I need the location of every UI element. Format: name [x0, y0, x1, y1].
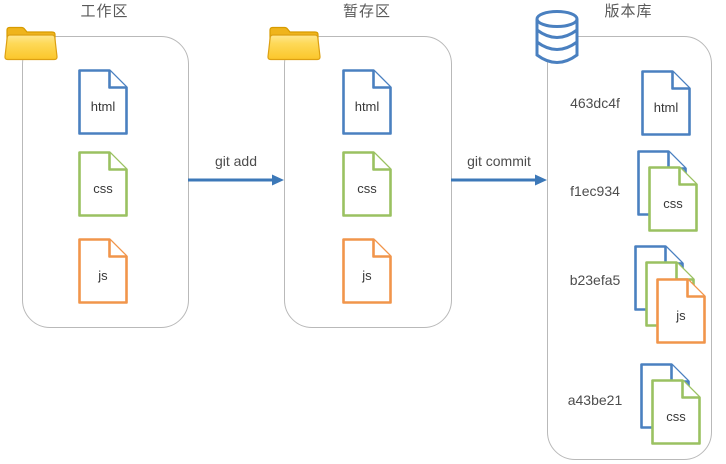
file-label: css [663, 195, 683, 211]
staging-area-title: 暂存区 [342, 3, 391, 20]
working-area-title: 工作区 [80, 3, 129, 20]
file-icon-js: js [342, 238, 392, 304]
file-icon-css: css [648, 166, 698, 232]
file-label: css [93, 180, 113, 196]
file-label: html [354, 98, 380, 114]
folder-icon [4, 22, 58, 62]
file-label: js [98, 267, 108, 283]
commit-hash: a43be21 [567, 392, 623, 408]
file-icon-css: css [78, 151, 128, 217]
file-label: html [90, 98, 116, 114]
file-label: css [666, 408, 686, 424]
file-icon-html: html [641, 70, 691, 136]
arrow-right-icon [451, 172, 547, 188]
file-icon-html: html [342, 69, 392, 135]
commit-hash: f1ec934 [570, 183, 620, 199]
arrow-right-icon [188, 172, 284, 188]
database-icon [534, 9, 580, 65]
file-icon-js: js [78, 238, 128, 304]
commit-hash: b23efa5 [569, 272, 621, 288]
file-label: js [362, 267, 372, 283]
file-label: js [676, 307, 686, 323]
commit-hash: 463dc4f [570, 95, 620, 111]
file-icon-css: css [651, 379, 701, 445]
folder-icon [267, 22, 321, 62]
repository-title: 版本库 [604, 3, 653, 20]
file-label: css [357, 180, 377, 196]
file-icon-html: html [78, 69, 128, 135]
git-commit-label: git commit [467, 153, 531, 169]
file-icon-js: js [656, 278, 706, 344]
file-icon-css: css [342, 151, 392, 217]
git-add-label: git add [214, 153, 258, 169]
file-label: html [653, 99, 679, 115]
